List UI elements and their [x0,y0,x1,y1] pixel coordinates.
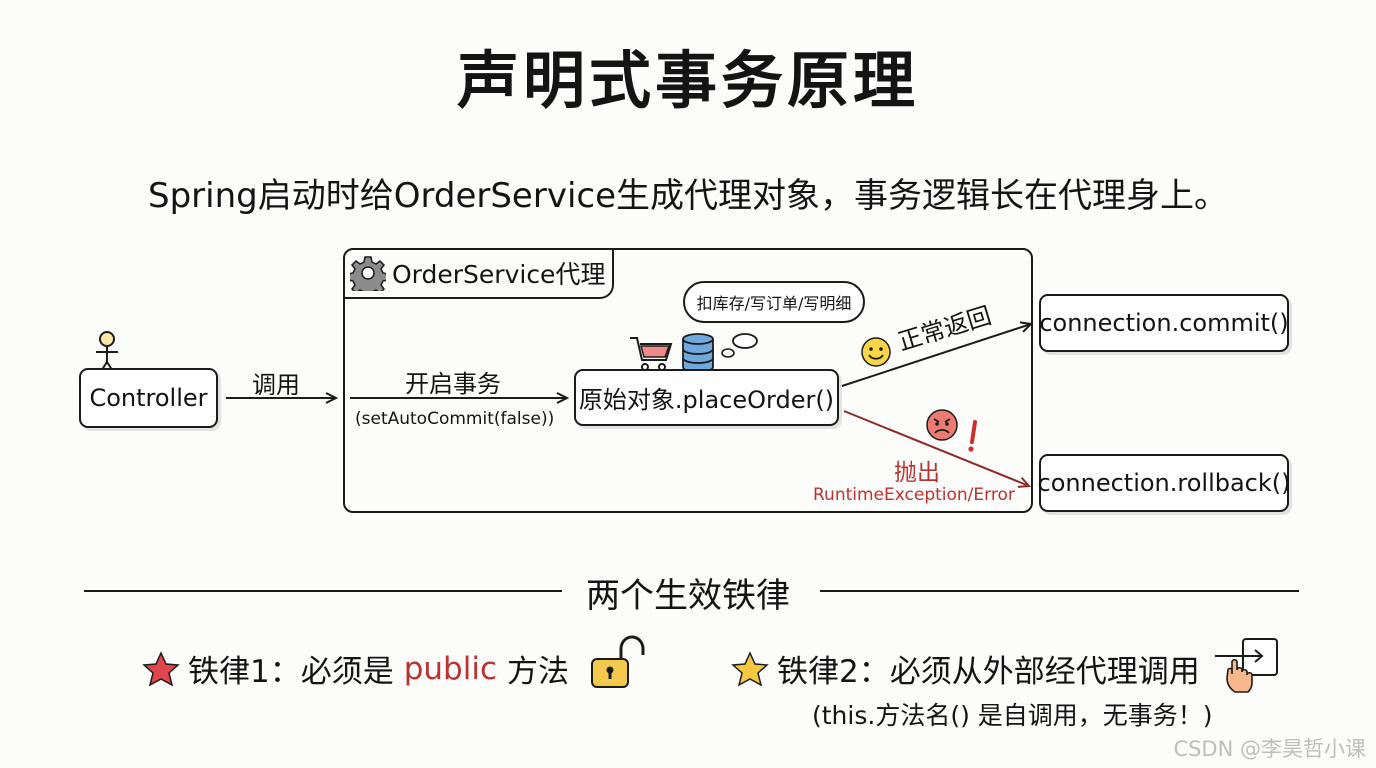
upset-face-icon [926,409,958,441]
exclamation-icon [968,420,977,452]
rollback-label: connection.rollback() [1037,469,1291,497]
commit-box: connection.commit() [1039,294,1289,352]
gear-icon [350,256,386,291]
commit-label: connection.commit() [1039,309,1289,337]
watermark: CSDN @李昊哲小课 [1173,737,1366,761]
rule-1-keyword: public [403,650,498,687]
rule-1: 铁律1：必须是 public 方法 [142,634,647,691]
unlocked-padlock-icon [591,634,645,688]
red-star-icon [142,650,180,686]
error-label: 抛出 [894,460,940,486]
rule-2: 铁律2：必须从外部经代理调用 [731,646,1200,691]
controller-box: Controller [79,368,218,428]
smile-face-icon [861,337,891,367]
external-click-icon [1215,638,1278,693]
call-label: 调用 [252,371,300,399]
proxy-label-tab: OrderService代理 [344,249,614,299]
rule-1-suffix: 方法 [507,654,570,690]
page-title: 声明式事务原理 [456,44,919,117]
begin-transaction-detail: (setAutoCommit(false)) [355,409,555,429]
error-detail: RuntimeException/Error [813,485,1015,505]
rules-heading: 两个生效铁律 [586,576,790,616]
controller-label: Controller [89,384,208,412]
thought-text: 扣库存/写订单/写明细 [696,294,852,313]
shopping-cart-icon [630,337,673,371]
yellow-star-icon [731,650,769,686]
target-method-box: 原始对象.placeOrder() [574,369,839,426]
database-icon [682,333,714,373]
target-method-label: 原始对象.placeOrder() [578,386,835,414]
error-arrow [843,410,1032,488]
begin-transaction-label: 开启事务 [405,370,501,398]
rule-2-text: 铁律2：必须从外部经代理调用 [777,654,1200,690]
thought-cloud: 扣库存/写订单/写明细 [683,281,865,323]
rule-1-prefix: 铁律1：必须是 [188,654,394,690]
proxy-container [343,248,1033,513]
success-arrow [841,321,1034,387]
subtitle: Spring启动时给OrderService生成代理对象，事务逻辑长在代理身上。 [148,176,1228,216]
rule-2-note: (this.方法名() 是自调用，无事务！) [812,701,1213,730]
rollback-box: connection.rollback() [1037,454,1291,512]
proxy-label: OrderService代理 [392,260,606,289]
